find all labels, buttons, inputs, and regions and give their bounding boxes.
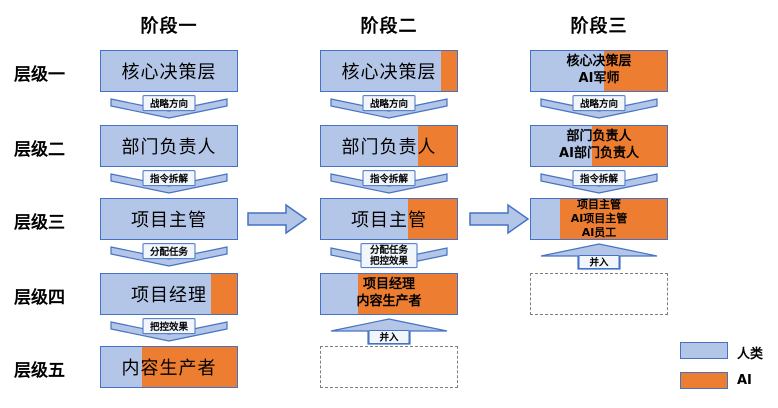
ai-segment xyxy=(408,199,457,239)
human-segment xyxy=(101,274,212,314)
flow-arrow-down: 指令拆解 xyxy=(540,170,658,194)
arrow-label-box xyxy=(368,330,410,344)
stage-column-header: 阶段一 xyxy=(140,16,198,37)
org-box: 内容生产者 xyxy=(100,346,238,388)
arrow-label-box xyxy=(142,95,196,112)
human-segment xyxy=(101,126,237,166)
arrow-label: 指令拆解 xyxy=(370,173,409,185)
human-segment xyxy=(101,199,237,239)
ai-segment xyxy=(440,51,457,91)
arrow-label-box xyxy=(362,95,416,112)
human-segment xyxy=(101,51,237,91)
flow-arrow-up: 并入 xyxy=(330,318,448,345)
arrow-label-line: 战略方向 xyxy=(370,98,408,110)
dashed-placeholder-box xyxy=(320,346,458,388)
human-segment xyxy=(101,347,142,387)
arrow-label-line: 战略方向 xyxy=(150,98,188,110)
right-arrow-shape xyxy=(247,203,308,235)
ai-segment xyxy=(417,126,457,166)
stage2-to-stage3-arrow xyxy=(469,203,530,235)
level-label: 层级一 xyxy=(14,65,65,85)
ai-segment xyxy=(357,274,457,314)
arrow-label: 分配任务把控效果 xyxy=(370,244,409,267)
level-label: 层级四 xyxy=(14,288,65,308)
arrow-label: 把控效果 xyxy=(150,321,189,333)
right-arrow-shape xyxy=(469,203,530,235)
arrow-label-box xyxy=(572,95,626,112)
arrow-label: 指令拆解 xyxy=(580,173,619,185)
dashed-placeholder-box xyxy=(530,273,668,315)
arrow-label-box xyxy=(142,318,196,335)
human-segment xyxy=(321,126,418,166)
arrow-label-line: 分配任务 xyxy=(150,246,189,258)
arrow-label: 并入 xyxy=(589,257,609,269)
human-segment xyxy=(531,199,560,239)
org-box: 项目经理内容生产者 xyxy=(320,273,458,315)
arrow-label: 战略方向 xyxy=(370,98,408,110)
level-label: 层级二 xyxy=(14,140,65,160)
arrow-label-line: 指令拆解 xyxy=(580,173,619,185)
flow-arrow-down: 把控效果 xyxy=(110,318,228,342)
arrow-label: 指令拆解 xyxy=(150,173,189,185)
org-box: 核心决策层 xyxy=(320,50,458,92)
ai-segment xyxy=(141,347,237,387)
arrow-label-line: 战略方向 xyxy=(580,98,618,110)
human-segment xyxy=(321,199,409,239)
arrow-label-box xyxy=(578,255,620,269)
ai-segment xyxy=(604,51,667,91)
human-segment xyxy=(531,126,593,166)
arrow-label-line: 分配任务 xyxy=(370,244,409,256)
flow-arrow-up: 并入 xyxy=(540,243,658,270)
legend-swatch-human xyxy=(680,342,728,359)
org-box: 核心决策层 xyxy=(100,50,238,92)
org-box: 项目主管 xyxy=(100,198,238,240)
legend-swatch-ai xyxy=(680,372,728,389)
ai-segment xyxy=(559,199,667,239)
ai-segment xyxy=(592,126,667,166)
arrow-label-line: 把控效果 xyxy=(370,255,409,267)
arrow-label-line: 指令拆解 xyxy=(370,173,409,185)
stage-column-header: 阶段三 xyxy=(570,16,628,37)
arrow-label-box xyxy=(142,170,196,187)
arrow-label-box xyxy=(142,243,196,260)
arrow-label-box xyxy=(572,170,626,187)
stage-column-header: 阶段二 xyxy=(360,16,418,37)
human-segment xyxy=(321,274,358,314)
stage1-to-stage2-arrow xyxy=(247,203,308,235)
flow-arrow-down: 战略方向 xyxy=(330,95,448,119)
org-box: 项目经理 xyxy=(100,273,238,315)
arrow-label: 分配任务 xyxy=(150,246,189,258)
arrow-label-line: 把控效果 xyxy=(150,321,189,333)
flow-arrow-down: 分配任务把控效果 xyxy=(330,243,448,269)
arrow-label: 战略方向 xyxy=(580,98,618,110)
arrow-label: 并入 xyxy=(379,332,399,344)
flow-arrow-down: 指令拆解 xyxy=(110,170,228,194)
human-segment xyxy=(321,51,441,91)
arrow-label-box xyxy=(362,170,416,187)
level-label: 层级三 xyxy=(14,213,65,233)
arrow-label: 战略方向 xyxy=(150,98,188,110)
arrow-label-box xyxy=(360,243,418,269)
flow-arrow-down: 战略方向 xyxy=(540,95,658,119)
flow-arrow-down: 战略方向 xyxy=(110,95,228,119)
flow-arrow-down: 分配任务 xyxy=(110,243,228,267)
flow-arrow-down: 指令拆解 xyxy=(330,170,448,194)
human-segment xyxy=(531,51,605,91)
legend-label-human: 人类 xyxy=(737,347,764,362)
level-label: 层级五 xyxy=(14,361,65,381)
org-box: 项目主管 xyxy=(320,198,458,240)
arrow-label-line: 指令拆解 xyxy=(150,173,189,185)
legend-label-ai: AI xyxy=(737,373,752,388)
ai-segment xyxy=(211,274,237,314)
org-box: 部门负责人 xyxy=(100,125,238,167)
org-box: 部门负责人 xyxy=(320,125,458,167)
